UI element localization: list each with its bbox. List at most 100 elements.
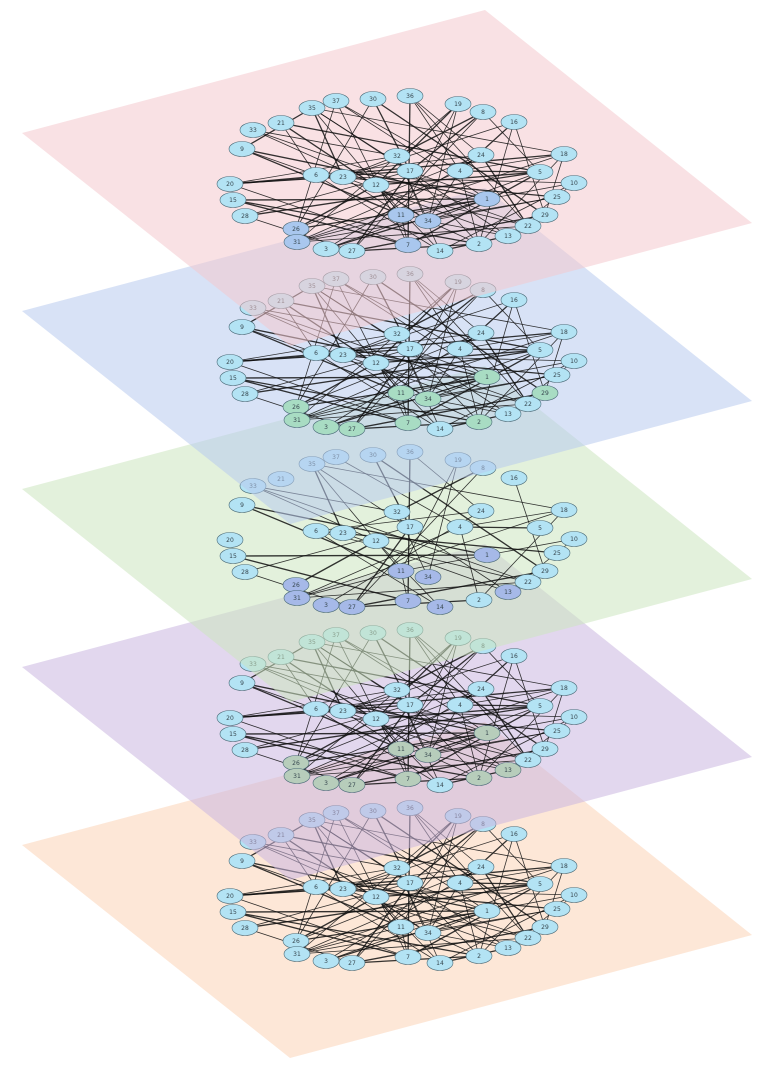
node-ellipse — [239, 122, 267, 138]
edge — [459, 170, 541, 173]
node-ellipse — [383, 504, 411, 520]
edge — [296, 214, 402, 243]
node-28: 28 — [231, 920, 259, 936]
node-ellipse — [387, 919, 415, 935]
node-label: 2 — [477, 241, 481, 248]
node-4: 4 — [446, 875, 474, 891]
node-label: 12 — [372, 538, 380, 545]
node-ellipse — [231, 920, 259, 936]
edge — [342, 655, 515, 712]
node-ellipse — [514, 574, 542, 590]
edge — [459, 331, 565, 350]
node-1: 1 — [473, 191, 501, 207]
node-label: 2 — [477, 953, 481, 960]
node-label: 27 — [348, 960, 356, 967]
node-label: 1 — [485, 374, 489, 381]
node-label: 31 — [293, 417, 301, 424]
edge — [325, 705, 541, 784]
node-27: 27 — [338, 599, 366, 615]
node-27: 27 — [338, 421, 366, 437]
node-ellipse — [231, 386, 259, 402]
node-ellipse — [465, 592, 493, 608]
node-1: 1 — [473, 369, 501, 385]
node-11: 11 — [387, 741, 415, 757]
node-ellipse — [550, 324, 578, 340]
edge — [342, 354, 402, 394]
edge — [325, 910, 488, 962]
node-label: 2 — [477, 775, 481, 782]
node-20: 20 — [216, 710, 244, 726]
node-ellipse — [494, 584, 522, 600]
edge — [295, 100, 337, 230]
edge — [409, 95, 529, 227]
edge — [409, 289, 484, 350]
node-3: 3 — [312, 775, 340, 791]
node-ellipse — [338, 421, 366, 437]
node-label: 20 — [226, 893, 234, 900]
node-ellipse — [550, 858, 578, 874]
edge — [427, 932, 509, 949]
node-label: 18 — [560, 151, 568, 158]
node-ellipse — [494, 940, 522, 956]
edge — [342, 888, 402, 928]
edge — [325, 732, 488, 784]
edge — [229, 331, 565, 363]
node-ellipse — [543, 901, 571, 917]
edge — [482, 645, 541, 707]
edge — [252, 129, 529, 227]
node-37: 37 — [322, 93, 350, 109]
node-ellipse — [465, 236, 493, 252]
node-label: 16 — [510, 831, 518, 838]
node-label: 22 — [524, 935, 532, 942]
edge — [296, 704, 461, 777]
node-ellipse — [531, 741, 559, 757]
node-label: 22 — [524, 223, 532, 230]
node-ellipse — [560, 175, 588, 191]
node-6: 6 — [302, 879, 330, 895]
node-34: 34 — [414, 925, 442, 941]
node-label: 30 — [369, 96, 377, 103]
node-ellipse — [283, 768, 311, 784]
node-ellipse — [414, 391, 442, 407]
edge — [482, 111, 541, 173]
node-17: 17 — [396, 519, 424, 535]
node-label: 37 — [332, 98, 340, 105]
node-4: 4 — [446, 697, 474, 713]
node-label: 15 — [229, 197, 237, 204]
node-5: 5 — [526, 876, 554, 892]
node-label: 1 — [485, 730, 489, 737]
edge — [409, 882, 480, 957]
edge — [232, 377, 480, 423]
edge — [459, 687, 565, 706]
node-label: 28 — [241, 747, 249, 754]
edge — [295, 896, 377, 942]
node-7: 7 — [394, 949, 422, 965]
node-ellipse — [467, 503, 495, 519]
node-label: 31 — [293, 951, 301, 958]
node-label: 31 — [293, 239, 301, 246]
node-ellipse — [396, 697, 424, 713]
edge — [229, 361, 409, 424]
node-label: 32 — [393, 153, 401, 160]
node-ellipse — [338, 777, 366, 793]
edge — [409, 111, 484, 172]
node-2: 2 — [465, 948, 493, 964]
node-5: 5 — [526, 164, 554, 180]
node-ellipse — [560, 709, 588, 725]
node-label: 34 — [424, 752, 432, 759]
node-9: 9 — [228, 319, 256, 335]
node-ellipse — [465, 948, 493, 964]
node-label: 34 — [424, 574, 432, 581]
node-label: 7 — [406, 420, 410, 427]
edge — [295, 540, 377, 586]
node-label: 7 — [406, 776, 410, 783]
node-ellipse — [312, 241, 340, 257]
node-6: 6 — [302, 167, 330, 183]
node-label: 26 — [292, 226, 300, 233]
node-15: 15 — [219, 904, 247, 920]
node-ellipse — [396, 519, 424, 535]
node-ellipse — [531, 207, 559, 223]
node-label: 9 — [240, 324, 244, 331]
node-20: 20 — [216, 532, 244, 548]
